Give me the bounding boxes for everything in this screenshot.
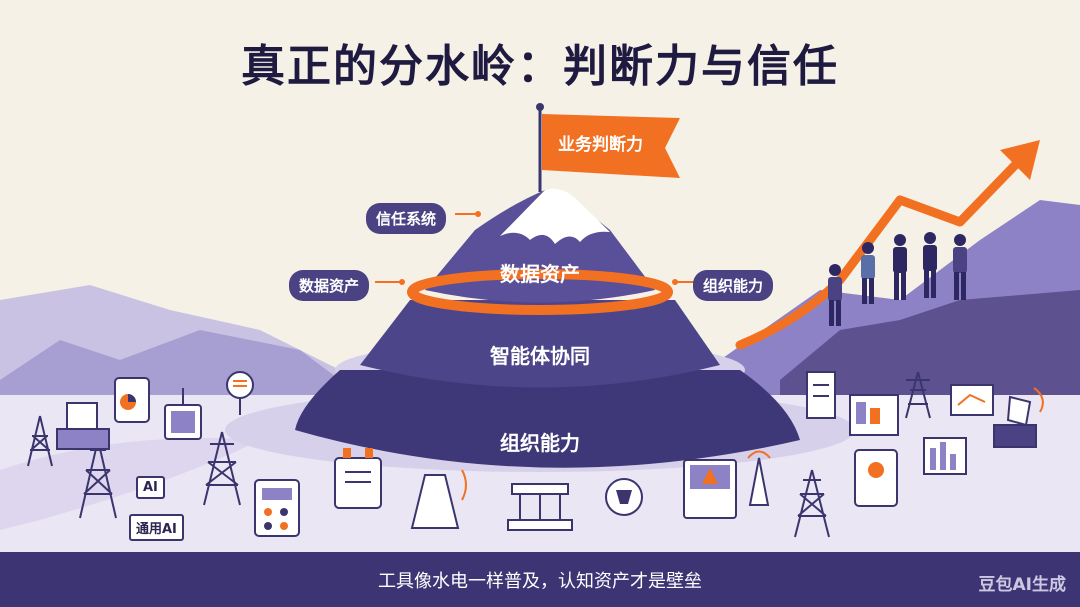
callout-data-assets: 数据资产 [289,270,370,301]
page-title: 真正的分水岭：判断力与信任 [241,41,839,92]
flag [536,103,680,192]
watermark: 豆包AI生成 [978,575,1066,595]
ai-box-label: AI [136,476,165,499]
flag-label: 业务判断力 [558,135,643,155]
device-icons [56,371,1044,537]
footer-caption: 工具像水电一样普及，认知资产才是壁垒 [378,571,702,592]
growth-arrow [735,140,1040,350]
callout-trust-system: 信任系统 [366,203,447,234]
callout-org-capability: 组织能力 [693,270,774,301]
mountain [225,188,855,472]
layer-middle-label: 智能体协同 [490,344,590,368]
layer-top-label: 数据资产 [500,262,580,286]
background-hills [0,200,1080,420]
people-group [828,232,967,326]
transmission-tower-icon [27,371,931,538]
layer-bottom-label: 组织能力 [500,431,580,455]
footer-band [0,552,1080,607]
general-ai-badge: 通用AI [129,514,184,541]
